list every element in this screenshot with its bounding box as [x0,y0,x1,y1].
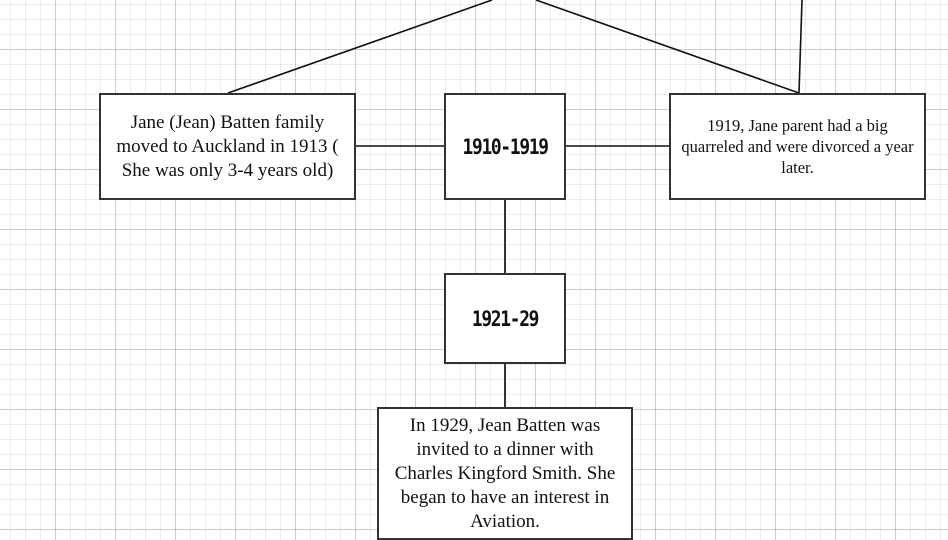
period-label-1921-29: 1921-29 [471,306,540,331]
period-node-1910-1919[interactable]: 1910-1919 [444,93,566,200]
period-node-1921-29[interactable]: 1921-29 [444,273,566,364]
event-text-divorce: 1919, Jane parent had a big quarreled an… [681,116,914,177]
event-node-divorce[interactable]: 1919, Jane parent had a big quarreled an… [669,93,926,200]
event-text-dinner: In 1929, Jean Batten was invited to a di… [394,414,616,532]
event-node-auckland[interactable]: Jane (Jean) Batten family moved to Auckl… [99,93,356,200]
event-text-auckland: Jane (Jean) Batten family moved to Auckl… [116,111,339,181]
edge-topright-to-divorce [798,0,803,94]
edge-top-to-auckland [227,0,493,94]
event-node-dinner[interactable]: In 1929, Jean Batten was invited to a di… [377,407,633,540]
period-label-1910-1919: 1910-1919 [462,134,549,159]
edge-top-to-divorce [535,0,800,94]
